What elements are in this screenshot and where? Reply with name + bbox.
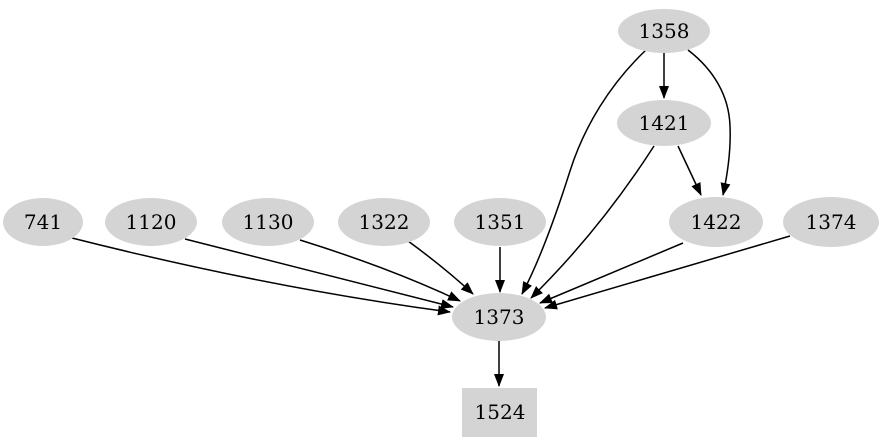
edge-1120-to-1373 [184, 238, 454, 309]
node-1120-shape [105, 198, 197, 246]
node-1422: 1422 [669, 197, 763, 247]
node-1524-shape [462, 388, 537, 437]
node-1373: 1373 [452, 293, 546, 341]
edge-1358-to-1373 [521, 49, 647, 295]
node-1421-label: 1421 [639, 111, 690, 135]
node-741: 741 [3, 198, 83, 246]
node-1422-label: 1422 [691, 210, 742, 234]
node-1422-shape [669, 197, 763, 247]
node-1351-label: 1351 [475, 210, 526, 234]
edge-1130-to-1373 [299, 239, 461, 302]
node-1524: 1524 [462, 388, 537, 437]
node-1358-label: 1358 [639, 19, 690, 43]
node-1373-shape [452, 293, 546, 341]
node-1374: 1374 [783, 197, 879, 247]
node-1374-shape [783, 197, 879, 247]
node-1120-label: 1120 [126, 210, 177, 234]
edge-1358-to-1422 [687, 49, 731, 196]
node-741-label: 741 [24, 210, 62, 234]
node-1358: 1358 [618, 9, 710, 53]
node-1421: 1421 [617, 100, 711, 146]
node-1373-label: 1373 [474, 305, 525, 329]
node-1130: 1130 [222, 198, 314, 246]
node-1120: 1120 [105, 198, 197, 246]
node-1130-label: 1130 [243, 210, 294, 234]
node-1322-label: 1322 [359, 210, 410, 234]
node-1322-shape [338, 198, 430, 246]
node-1421-shape [617, 100, 711, 146]
edge-741-to-1373 [71, 237, 451, 316]
edge-1374-to-1373 [544, 235, 791, 310]
node-layer: 1358 1421 1422 741 1120 1130 [3, 9, 879, 437]
edge-1421-to-1373 [530, 145, 655, 299]
node-1351: 1351 [454, 198, 546, 246]
edge-1421-to-1422 [677, 145, 702, 196]
edge-1322-to-1373 [407, 240, 474, 295]
node-1524-label: 1524 [475, 400, 526, 424]
node-1322: 1322 [338, 198, 430, 246]
node-741-shape [3, 198, 83, 246]
node-1351-shape [454, 198, 546, 246]
edge-layer [71, 49, 791, 387]
node-1130-shape [222, 198, 314, 246]
edge-1422-to-1373 [539, 242, 684, 304]
node-1358-shape [618, 9, 710, 53]
node-1374-label: 1374 [806, 210, 857, 234]
